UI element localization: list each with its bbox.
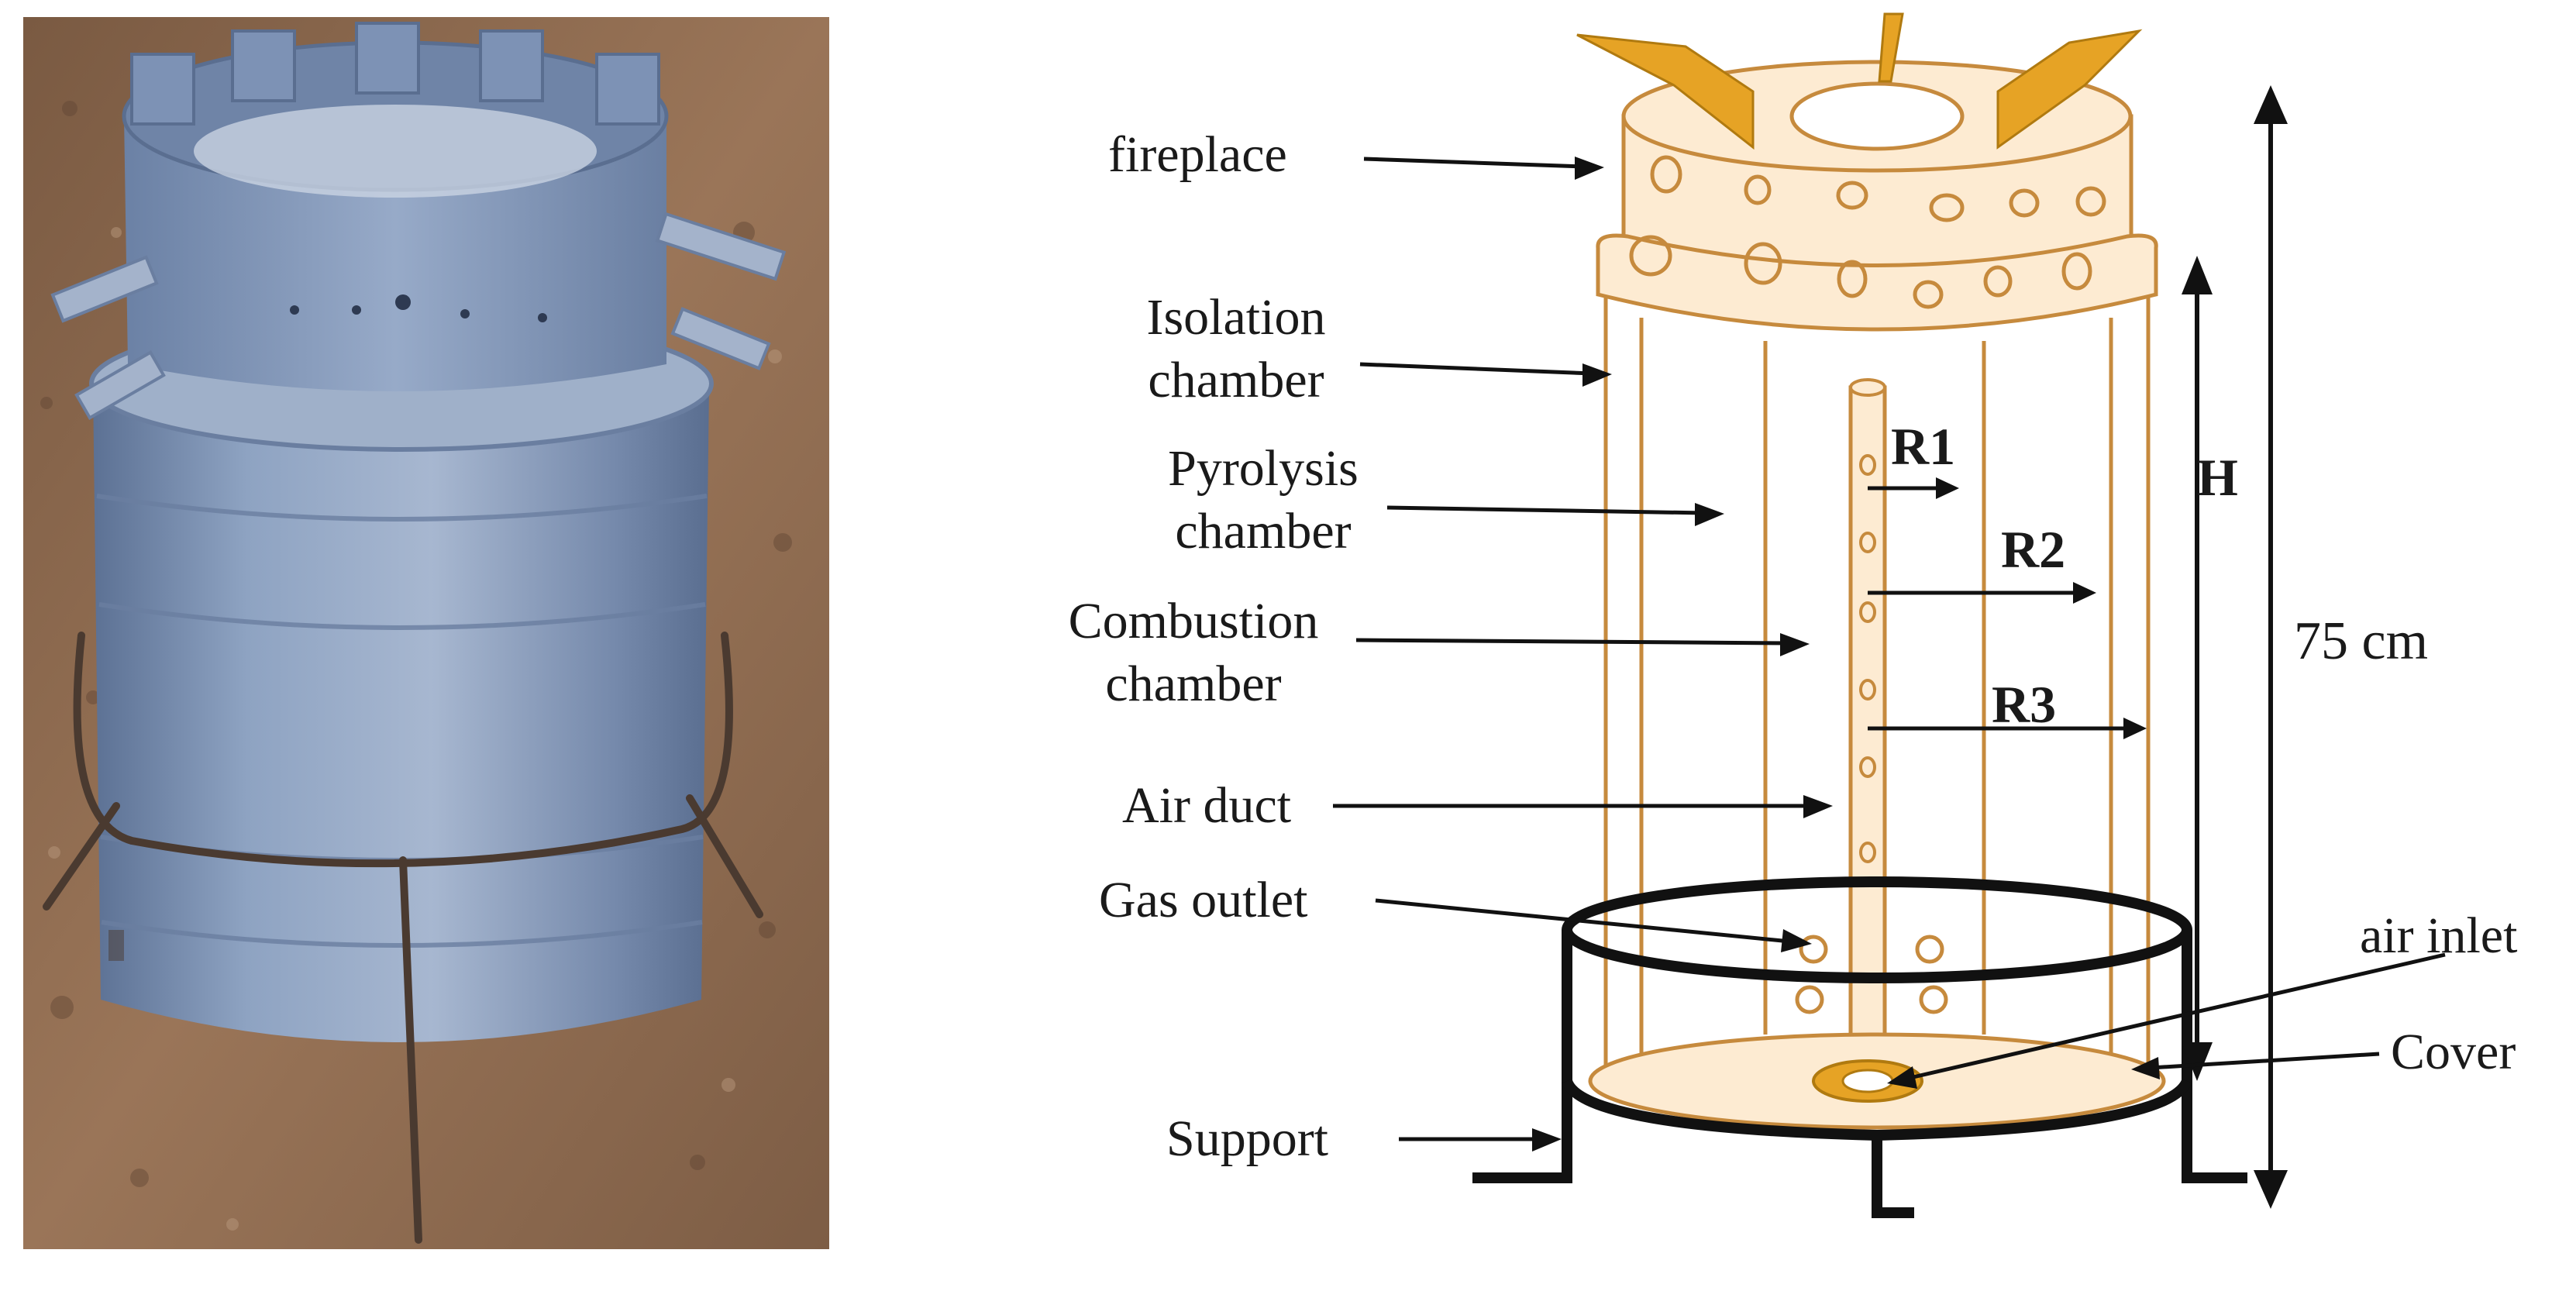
label-pyrolysis-chamber: Pyrolysis chamber <box>1135 438 1391 563</box>
label-h: H <box>2197 448 2238 507</box>
label-gas-outlet: Gas outlet <box>1099 872 1308 928</box>
label-cover: Cover <box>2391 1024 2516 1080</box>
label-r1: R1 <box>1891 417 1956 476</box>
label-isolation-line1: Isolation <box>1146 289 1326 346</box>
label-pyrolysis-line2: chamber <box>1175 502 1352 559</box>
label-height-75cm: 75 cm <box>2294 611 2429 671</box>
label-support: Support <box>1166 1110 1329 1167</box>
fireplace-opening <box>1789 81 1965 151</box>
drum-body <box>93 387 709 1042</box>
support-leg-right <box>2182 1108 2247 1183</box>
label-r2: R2 <box>2001 520 2066 579</box>
gas-outlet-hole <box>1799 935 1828 964</box>
stove-photo <box>23 17 829 1249</box>
label-combustion-chamber: Combustion chamber <box>1023 590 1364 715</box>
label-combustion-line1: Combustion <box>1068 593 1319 649</box>
gasifier-diagram <box>1333 12 2446 1218</box>
label-fireplace: fireplace <box>1108 126 1287 183</box>
pot-support-left <box>1576 33 1755 150</box>
label-isolation-chamber: Isolation chamber <box>1108 287 1364 411</box>
label-r3: R3 <box>1992 675 2057 734</box>
pot-support-right <box>1996 29 2143 150</box>
support-leg-left <box>1472 1108 1572 1183</box>
label-air-duct: Air duct <box>1122 777 1292 834</box>
pot-support-center <box>1878 12 1904 83</box>
label-pyrolysis-line1: Pyrolysis <box>1168 440 1359 497</box>
label-combustion-line2: chamber <box>1105 655 1282 712</box>
label-air-inlet: air inlet <box>2360 907 2518 964</box>
support-leg-center <box>1872 1135 1914 1218</box>
label-isolation-line2: chamber <box>1148 351 1324 408</box>
